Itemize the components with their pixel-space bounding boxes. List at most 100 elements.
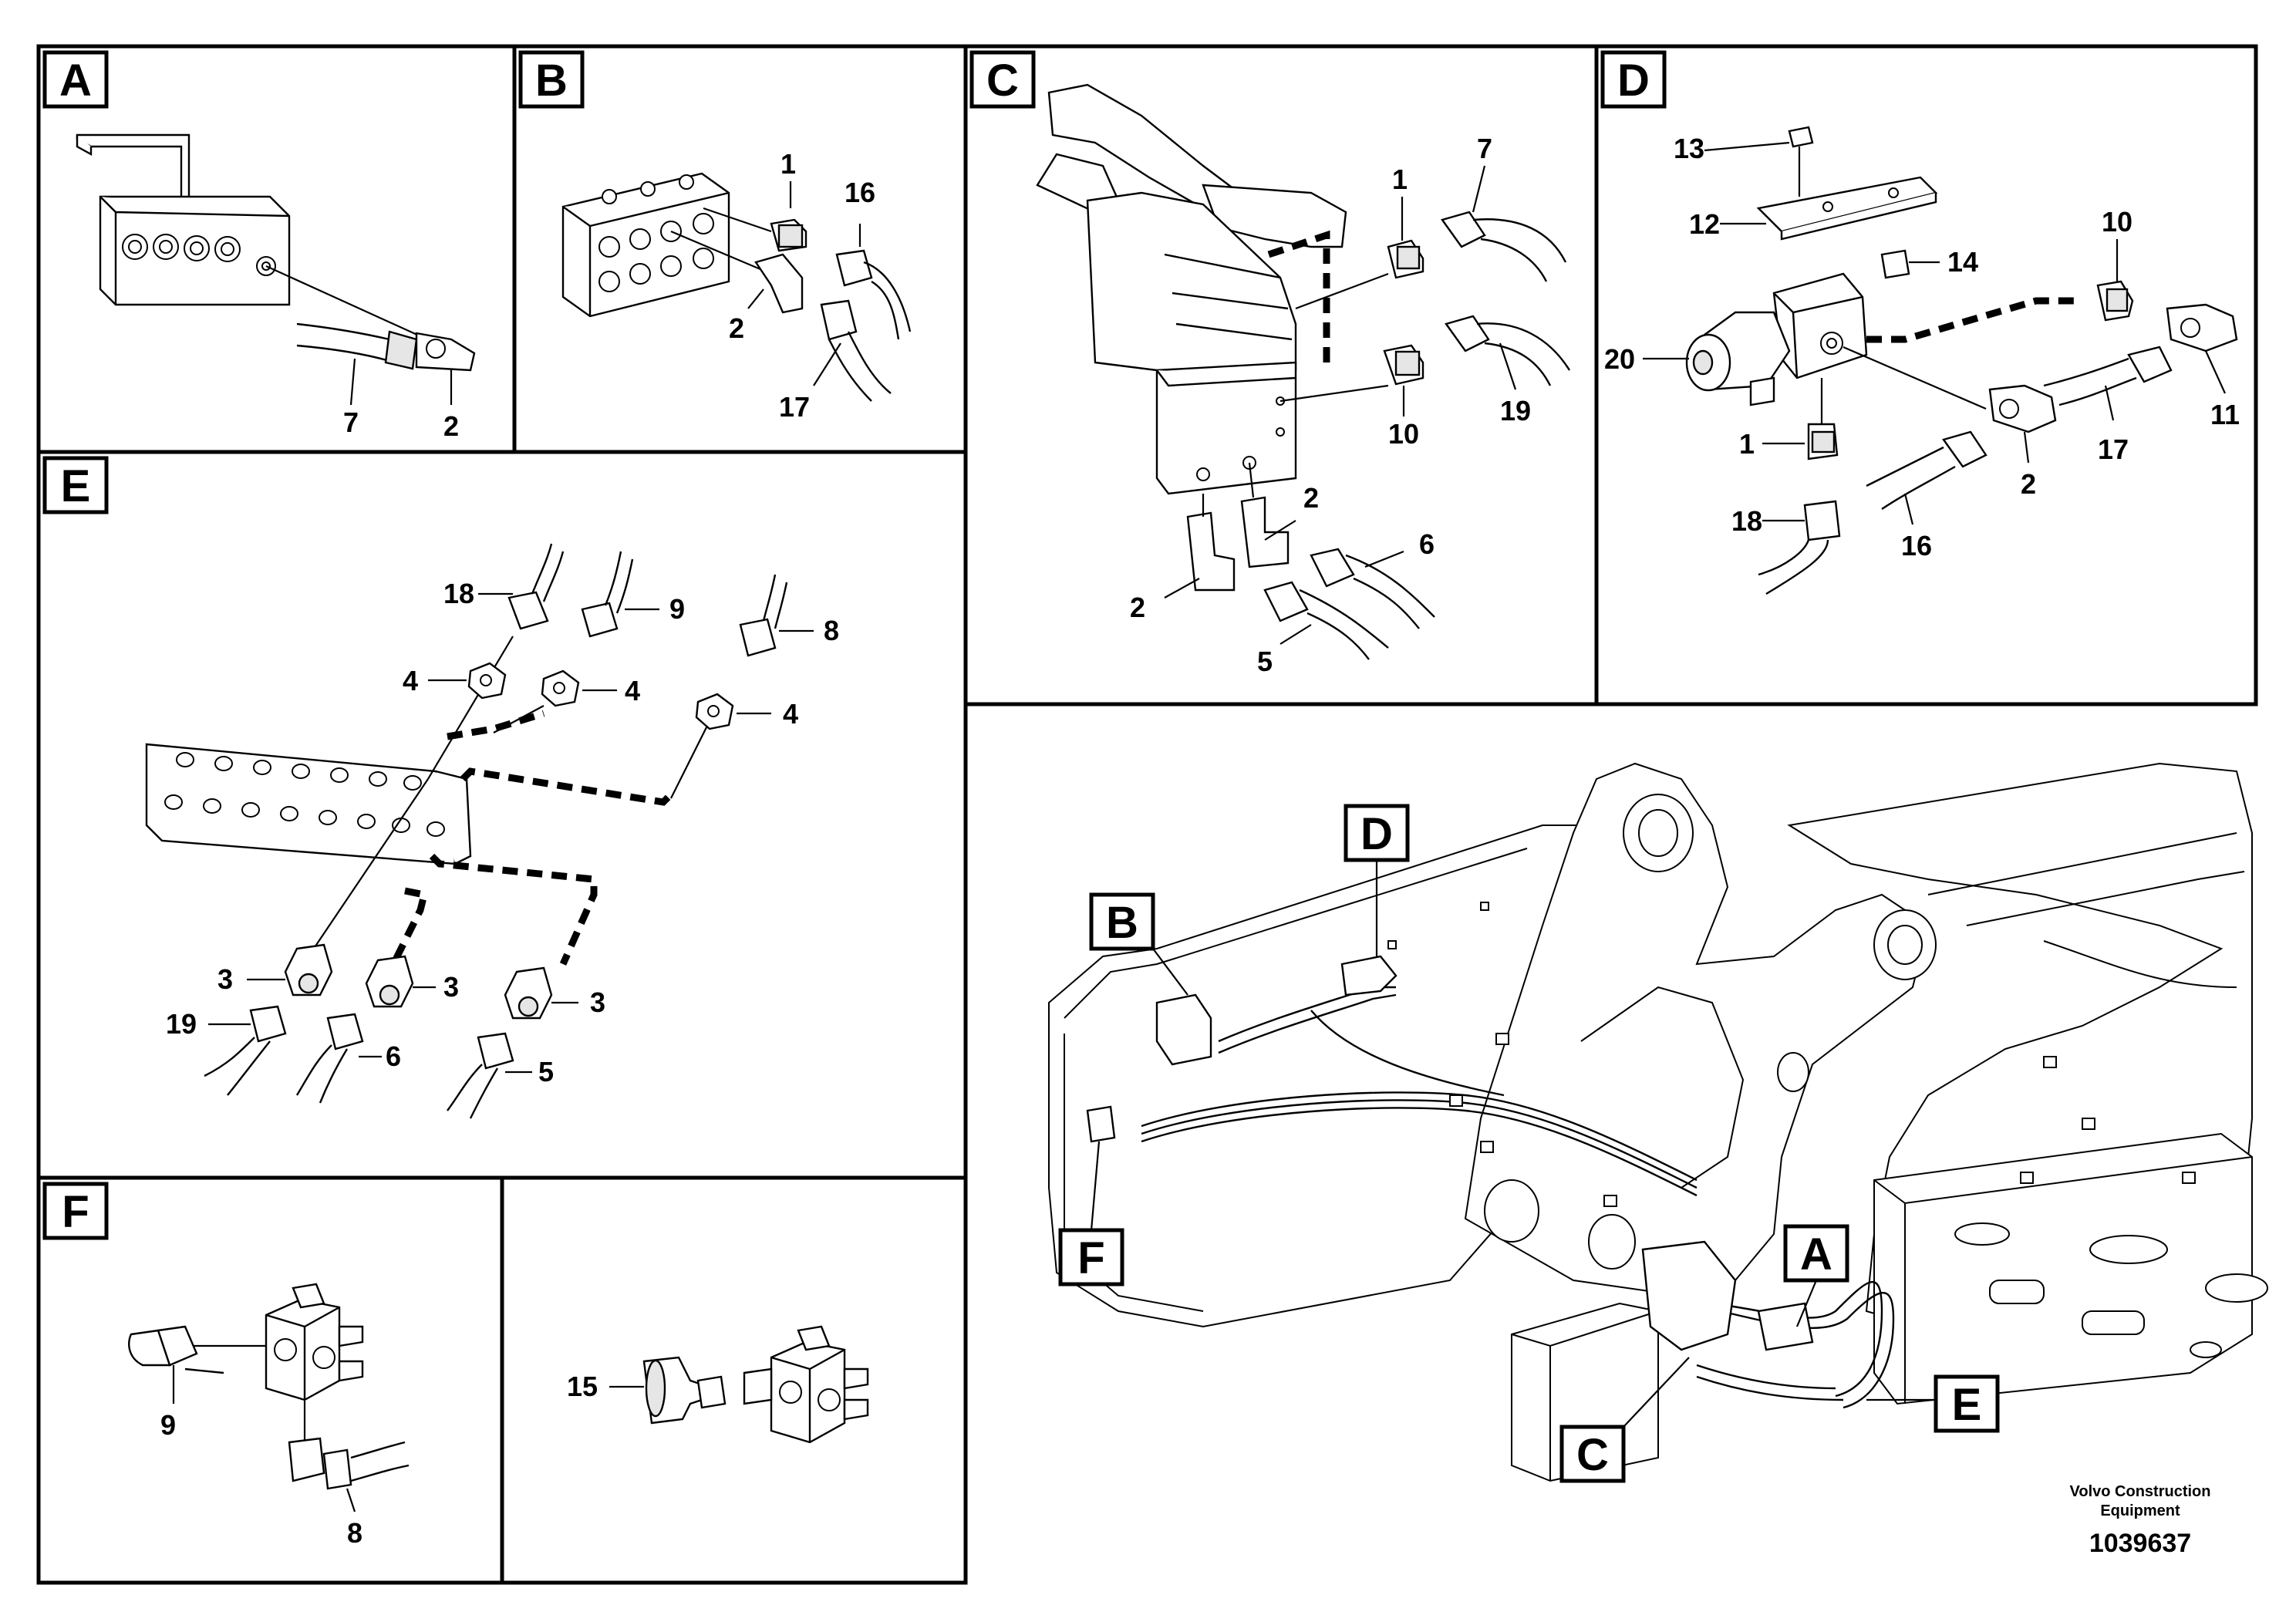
hose-5 bbox=[1299, 588, 1389, 660]
hose-nut-16 bbox=[835, 249, 873, 287]
elbow-8 bbox=[288, 1437, 325, 1482]
hose-6 bbox=[1345, 554, 1435, 629]
svg-text:7: 7 bbox=[1477, 133, 1492, 164]
svg-text:3: 3 bbox=[590, 986, 605, 1018]
frame-details bbox=[1387, 902, 2196, 1207]
svg-text:2: 2 bbox=[729, 312, 744, 344]
svg-text:1: 1 bbox=[1392, 164, 1408, 195]
panel-a-drawing: 7 2 bbox=[76, 133, 476, 442]
svg-text:A: A bbox=[1800, 1229, 1832, 1280]
svg-text:1: 1 bbox=[781, 148, 796, 180]
svg-text:2: 2 bbox=[1130, 592, 1145, 623]
svg-text:8: 8 bbox=[824, 615, 839, 646]
svg-text:B: B bbox=[1106, 898, 1138, 948]
hose-nut-18 bbox=[507, 591, 549, 630]
overview-valve-b bbox=[1155, 993, 1212, 1066]
panel-e-drawing: 4 4 4 18 9 8 3 3 3 19 6 5 bbox=[145, 543, 839, 1119]
overview-marker-c: C bbox=[1559, 1357, 1690, 1483]
svg-text:A: A bbox=[59, 56, 92, 106]
svg-text:7: 7 bbox=[343, 406, 359, 438]
svg-text:E: E bbox=[61, 461, 91, 511]
hose-nut-6 bbox=[326, 1013, 364, 1050]
svg-text:5: 5 bbox=[538, 1056, 554, 1088]
hose-nut-17 bbox=[820, 299, 858, 341]
hose-nut-19 bbox=[249, 1005, 287, 1043]
svg-text:19: 19 bbox=[1500, 395, 1531, 427]
svg-text:16: 16 bbox=[845, 177, 875, 208]
svg-text:2: 2 bbox=[1303, 482, 1319, 514]
hose-nut-9 bbox=[581, 602, 619, 638]
elbow-fitting-2 bbox=[415, 332, 476, 372]
bracket-holes bbox=[164, 752, 445, 837]
svg-text:6: 6 bbox=[1419, 528, 1435, 560]
boom-mount bbox=[1464, 762, 1930, 1297]
svg-text:D: D bbox=[1617, 56, 1650, 106]
panel-d-drawing: 13 12 14 20 10 11 bbox=[1604, 126, 2240, 595]
svg-text:11: 11 bbox=[2210, 399, 2240, 430]
panel-g-frame bbox=[500, 1175, 968, 1585]
svg-text:18: 18 bbox=[443, 578, 474, 609]
pedal-valve-base bbox=[1155, 361, 1297, 495]
svg-text:1: 1 bbox=[1739, 428, 1755, 460]
solenoid-valve-block bbox=[1772, 272, 1868, 379]
panel-f-drawing: 9 8 bbox=[128, 1283, 410, 1549]
document-number: 1039637 bbox=[2089, 1529, 2191, 1558]
mounting-bracket bbox=[76, 133, 190, 204]
bulkhead-3-left bbox=[284, 943, 333, 996]
bulkhead-3-right bbox=[504, 966, 553, 1020]
svg-text:2: 2 bbox=[443, 410, 459, 442]
svg-text:10: 10 bbox=[1388, 418, 1419, 450]
svg-text:4: 4 bbox=[783, 698, 798, 730]
svg-text:3: 3 bbox=[217, 963, 233, 995]
svg-text:2: 2 bbox=[2021, 468, 2036, 500]
svg-text:6: 6 bbox=[386, 1040, 401, 1072]
hose-nut-5 bbox=[477, 1032, 514, 1070]
overview-fitting-f bbox=[1086, 1105, 1116, 1143]
side-beam bbox=[1873, 1132, 2253, 1405]
svg-text:18: 18 bbox=[1731, 505, 1762, 537]
hose-17 bbox=[2043, 357, 2137, 406]
elbow-2 bbox=[1988, 384, 2057, 433]
svg-text:C: C bbox=[1576, 1430, 1609, 1480]
svg-text:4: 4 bbox=[625, 675, 640, 706]
svg-text:16: 16 bbox=[1901, 530, 1932, 561]
svg-text:3: 3 bbox=[443, 971, 459, 1003]
svg-text:9: 9 bbox=[669, 593, 685, 625]
elbow-11 bbox=[2166, 303, 2238, 352]
svg-text:B: B bbox=[535, 56, 568, 106]
overview-block-a bbox=[1757, 1302, 1814, 1351]
bulkhead-3-mid bbox=[365, 955, 414, 1008]
hose-7 bbox=[1472, 218, 1567, 282]
svg-text:12: 12 bbox=[1689, 208, 1720, 240]
footer: Volvo Construction Equipment 1039637 bbox=[2070, 1483, 2211, 1558]
svg-text:17: 17 bbox=[2098, 433, 2129, 465]
svg-text:10: 10 bbox=[2102, 206, 2132, 238]
panel-frames bbox=[36, 44, 2258, 1585]
elbow-2 bbox=[754, 253, 804, 314]
panel-c-label: C bbox=[969, 50, 1036, 109]
pedal-valve-body bbox=[1086, 191, 1297, 395]
svg-text:E: E bbox=[1952, 1380, 1982, 1430]
bolt-14 bbox=[1880, 249, 1910, 279]
elbow-2-lower bbox=[1186, 511, 1236, 592]
panel-d-label: D bbox=[1600, 50, 1667, 109]
svg-text:4: 4 bbox=[403, 665, 418, 696]
svg-text:19: 19 bbox=[166, 1008, 197, 1040]
svg-text:20: 20 bbox=[1604, 343, 1635, 375]
overview-marker-f: F bbox=[1058, 1141, 1124, 1286]
hose-16 bbox=[1866, 446, 1956, 510]
overview-marker-d: D bbox=[1344, 804, 1410, 956]
panel-g-drawing: 15 bbox=[567, 1325, 869, 1444]
svg-text:15: 15 bbox=[567, 1371, 598, 1402]
panel-c-drawing: 1 7 10 19 2 2 6 5 bbox=[1036, 83, 1571, 677]
hose-nut-8 bbox=[739, 618, 777, 657]
svg-text:8: 8 bbox=[347, 1517, 362, 1549]
bolt-13 bbox=[1788, 126, 1814, 148]
svg-text:D: D bbox=[1360, 809, 1393, 859]
brand-line-1: Volvo Construction bbox=[2070, 1483, 2211, 1500]
panel-a-label: A bbox=[42, 50, 109, 109]
hose-nut-18 bbox=[1803, 500, 1841, 541]
panel-f-label: F bbox=[42, 1182, 109, 1240]
panel-d-frame bbox=[1594, 44, 2258, 706]
svg-text:17: 17 bbox=[779, 391, 810, 423]
